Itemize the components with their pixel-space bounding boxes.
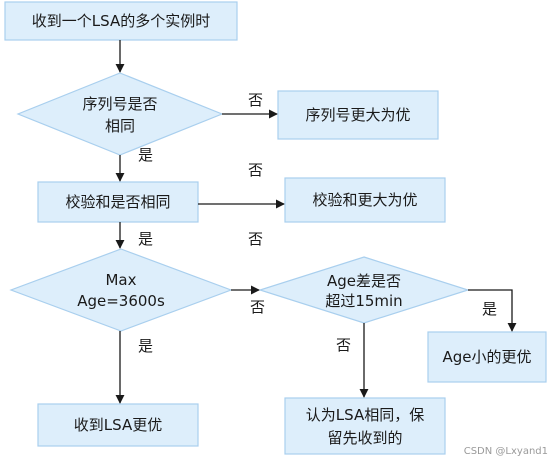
decision-max-age-line1: Max — [105, 271, 136, 289]
node-checksum-larger-label: 校验和更大为优 — [312, 191, 417, 209]
label-no-maxage: 否 — [250, 298, 265, 316]
node-age-smaller: Age小的更优 — [427, 331, 547, 383]
decision-max-age-line2: Age=3600s — [77, 292, 165, 310]
node-seq-larger-label: 序列号更大为优 — [305, 106, 410, 124]
label-no-agediff: 否 — [336, 336, 351, 354]
decision-seq-same: 序列号是否 相同 — [16, 72, 224, 156]
node-seq-larger: 序列号更大为优 — [277, 90, 439, 140]
decision-age-diff-line1: Age差是否 — [327, 272, 401, 290]
node-receive-lsa-better-label: 收到LSA更优 — [74, 416, 162, 434]
watermark: CSDN @Lxyand1 — [464, 446, 548, 457]
label-yes-agediff: 是 — [482, 300, 497, 318]
decision-seq-same-line2: 相同 — [105, 117, 135, 135]
decision-age-diff-line2: 超过15min — [325, 292, 402, 310]
node-checksum-same: 校验和是否相同 — [37, 181, 199, 223]
node-checksum-larger: 校验和更大为优 — [284, 177, 446, 223]
decision-age-diff: Age差是否 超过15min — [258, 256, 470, 324]
label-no-seq: 否 — [248, 91, 263, 109]
label-no-checksum: 否 — [248, 161, 263, 179]
label-yes-seq: 是 — [138, 146, 153, 164]
decision-seq-same-line1: 序列号是否 — [82, 95, 157, 113]
label-yes-maxage: 是 — [138, 337, 153, 355]
node-treat-same-line2: 留先收到的 — [327, 429, 402, 447]
node-receive-lsa-better: 收到LSA更优 — [37, 403, 199, 447]
node-receive-instances: 收到一个LSA的多个实例时 — [4, 1, 238, 41]
node-age-smaller-label: Age小的更优 — [442, 348, 531, 366]
node-checksum-same-label: 校验和是否相同 — [65, 193, 170, 211]
decision-max-age: Max Age=3600s — [9, 248, 233, 332]
node-treat-same: 认为LSA相同，保 留先收到的 — [284, 397, 446, 455]
label-no-maxage-upper: 否 — [248, 230, 263, 248]
node-receive-instances-label: 收到一个LSA的多个实例时 — [32, 12, 210, 30]
edge-age-diff-to-age-smaller — [468, 289, 517, 332]
label-yes-checksum: 是 — [138, 230, 153, 248]
node-treat-same-line1: 认为LSA相同，保 — [306, 406, 424, 424]
